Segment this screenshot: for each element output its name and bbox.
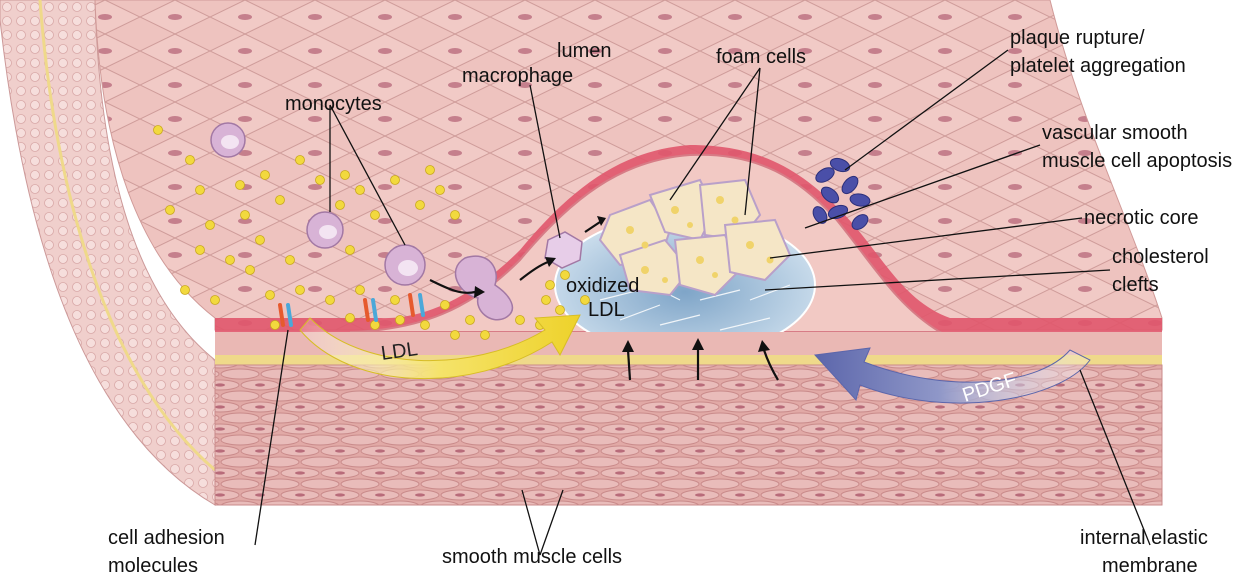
ldl-particle bbox=[326, 296, 335, 305]
macrophage-label: macrophage bbox=[462, 65, 573, 88]
cell-adhesion-label-line2: molecules bbox=[108, 555, 198, 578]
internal-elastic-membrane-label-line1: internal elastic bbox=[1080, 527, 1208, 550]
ldl-particle bbox=[186, 156, 195, 165]
cholesterol-clefts-label-line1: cholesterol bbox=[1112, 246, 1209, 269]
ldl-particle bbox=[246, 266, 255, 275]
vsmc-apoptosis-label-line1: vascular smooth bbox=[1042, 122, 1188, 145]
ldl-particle bbox=[481, 331, 490, 340]
ldl-particle bbox=[211, 296, 220, 305]
ldl-particle bbox=[296, 286, 305, 295]
ldl-particle bbox=[236, 181, 245, 190]
plaque-rupture-label-line1: plaque rupture/ bbox=[1010, 27, 1145, 50]
oxidized-ldl-label-line1: oxidized bbox=[566, 275, 639, 297]
ldl-particle bbox=[441, 301, 450, 310]
cell-adhesion-label-line1: cell adhesion bbox=[108, 527, 225, 550]
ldl-particle bbox=[226, 256, 235, 265]
ldl-particle bbox=[256, 236, 265, 245]
plaque-rupture-label-line2: platelet aggregation bbox=[1010, 55, 1186, 78]
ldl-particle bbox=[206, 221, 215, 230]
ldl-particle bbox=[466, 316, 475, 325]
ldl-particle bbox=[542, 296, 551, 305]
ldl-particle bbox=[556, 306, 565, 315]
ldl-particle bbox=[271, 321, 280, 330]
ldl-particle bbox=[426, 166, 435, 175]
cholesterol-clefts-label-line2: clefts bbox=[1112, 274, 1159, 297]
oxidized-ldl-label-line2: LDL bbox=[588, 299, 625, 321]
ldl-particle bbox=[241, 211, 250, 220]
ldl-particle bbox=[356, 186, 365, 195]
ldl-particle bbox=[166, 206, 175, 215]
ldl-particle bbox=[196, 246, 205, 255]
ldl-particle bbox=[316, 176, 325, 185]
ldl-particle bbox=[296, 156, 305, 165]
ldl-particle bbox=[266, 291, 275, 300]
ldl-particle bbox=[391, 296, 400, 305]
ldl-particle bbox=[371, 211, 380, 220]
ldl-particle bbox=[346, 314, 355, 323]
ldl-particle bbox=[451, 331, 460, 340]
ldl-particle bbox=[436, 186, 445, 195]
monocytes-label: monocytes bbox=[285, 93, 382, 116]
ldl-particle bbox=[336, 201, 345, 210]
ldl-particle bbox=[516, 316, 525, 325]
ldl-particle bbox=[356, 286, 365, 295]
ldl-particle bbox=[396, 316, 405, 325]
ldl-particle bbox=[181, 286, 190, 295]
smooth-muscle-label: smooth muscle cells bbox=[442, 546, 622, 569]
lumen-label: lumen bbox=[557, 40, 611, 63]
ldl-particle bbox=[546, 281, 555, 290]
ldl-particle bbox=[341, 171, 350, 180]
ldl-particle bbox=[276, 196, 285, 205]
ldl-particle bbox=[371, 321, 380, 330]
ldl-particle bbox=[261, 171, 270, 180]
ldl-particle bbox=[451, 211, 460, 220]
necrotic-core-label: necrotic core bbox=[1084, 207, 1199, 230]
ldl-particle bbox=[416, 201, 425, 210]
ldl-particle bbox=[391, 176, 400, 185]
ldl-particle bbox=[154, 126, 163, 135]
vsmc-apoptosis-label-line2: muscle cell apoptosis bbox=[1042, 150, 1232, 173]
foam-cells-label: foam cells bbox=[716, 46, 806, 69]
ldl-particle bbox=[196, 186, 205, 195]
ldl-particle bbox=[286, 256, 295, 265]
ldl-particle bbox=[421, 321, 430, 330]
internal-elastic-membrane-label-line2: membrane bbox=[1102, 555, 1198, 578]
ldl-particle bbox=[346, 246, 355, 255]
